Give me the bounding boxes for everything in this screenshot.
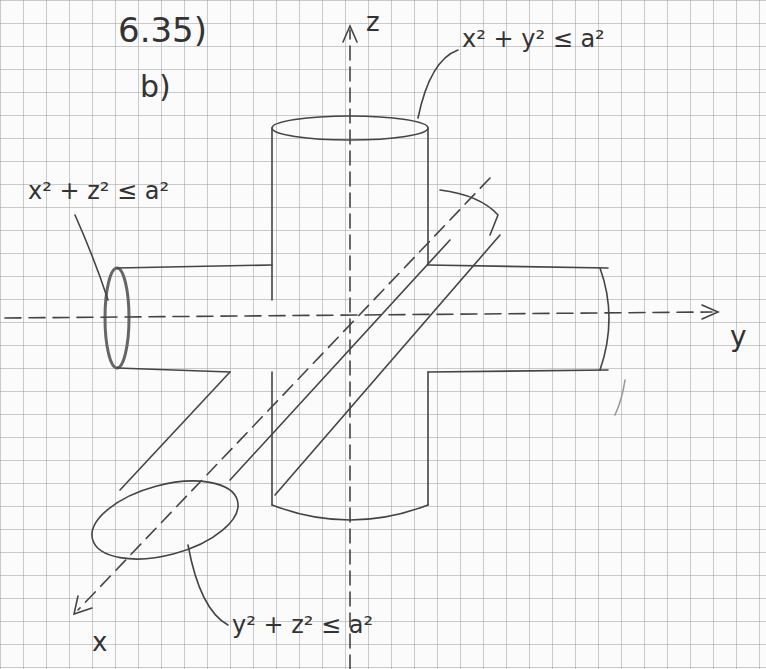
part-label: b) [140, 70, 171, 103]
region-label: x² + y² ≤ a² [462, 26, 605, 52]
region-label: y² + z² ≤ a² [232, 612, 373, 638]
axis-label: y [730, 322, 747, 353]
problem-number: 6.35) [118, 12, 207, 49]
axis-label: x [92, 628, 107, 657]
axis-label: z [366, 8, 380, 37]
region-label: x² + z² ≤ a² [28, 178, 169, 204]
